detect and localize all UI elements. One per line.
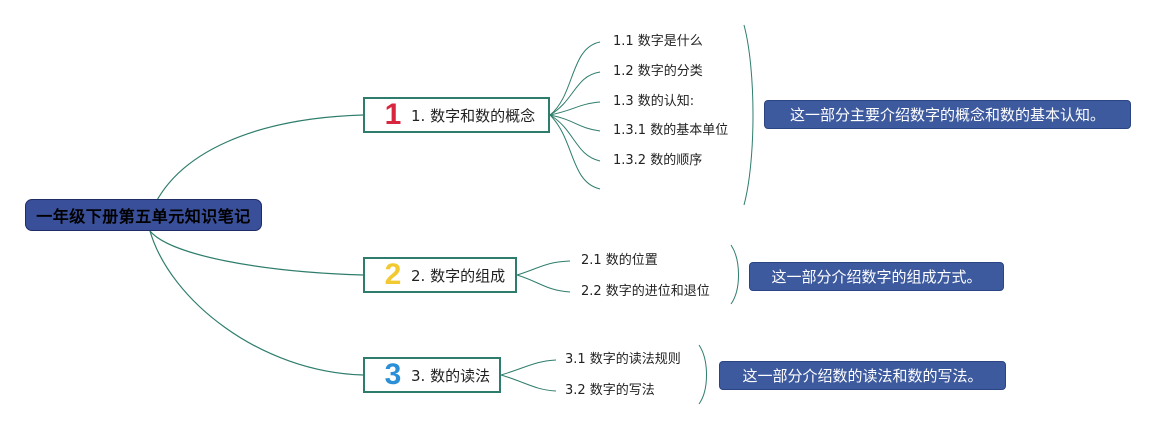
topic-node-3[interactable]: 3 3. 数的读法	[363, 357, 501, 393]
number-two-icon: 2	[384, 258, 402, 291]
summary-bracket-3	[698, 344, 707, 405]
summary-note-3[interactable]: 这一部分介绍数的读法和数的写法。	[719, 361, 1006, 390]
topic-node-2[interactable]: 2 2. 数字的组成	[363, 257, 517, 293]
subtopic-1-3[interactable]: 1.3 数的认知:	[613, 94, 695, 109]
subtopic-1-5[interactable]: 1.3.2 数的顺序	[613, 153, 703, 168]
subtopic-1-4[interactable]: 1.3.1 数的基本单位	[613, 123, 729, 138]
sub-line-1-4	[549, 114, 601, 132]
subtopic-3-1[interactable]: 3.1 数字的读法规则	[565, 352, 681, 367]
sub-line-1-6	[549, 114, 601, 190]
sub-line-3-1	[500, 359, 557, 376]
summary-text-3: 这一部分介绍数的读法和数的写法。	[742, 367, 983, 385]
summary-bracket-2	[730, 244, 739, 305]
topic-node-1[interactable]: 1 1. 数字和数的概念	[363, 97, 550, 133]
sub-line-2-2	[516, 274, 571, 293]
summary-text-1: 这一部分主要介绍数字的概念和数的基本认知。	[789, 106, 1105, 124]
topic-label-1: 1. 数字和数的概念	[411, 106, 536, 125]
sub-line-1-5	[549, 114, 601, 162]
branch-line-1	[149, 114, 364, 216]
number-one-icon: 1	[384, 98, 402, 131]
sub-line-2-1	[516, 260, 571, 276]
branch-line-2	[149, 230, 364, 276]
subtopic-2-1[interactable]: 2.1 数的位置	[581, 253, 658, 268]
subtopic-2-2[interactable]: 2.2 数字的进位和退位	[581, 284, 710, 299]
subtopic-1-1[interactable]: 1.1 数字是什么	[613, 34, 703, 49]
sub-line-1-1	[549, 41, 601, 116]
summary-note-1[interactable]: 这一部分主要介绍数字的概念和数的基本认知。	[764, 100, 1131, 129]
summary-bracket-1	[743, 24, 754, 206]
subtopic-1-2[interactable]: 1.2 数字的分类	[613, 64, 703, 79]
topic-label-2: 2. 数字的组成	[411, 266, 506, 285]
number-three-icon: 3	[384, 358, 402, 391]
summary-note-2[interactable]: 这一部分介绍数字的组成方式。	[749, 262, 1004, 291]
sub-line-1-3	[549, 101, 601, 116]
topic-label-3: 3. 数的读法	[411, 366, 491, 385]
summary-text-2: 这一部分介绍数字的组成方式。	[771, 268, 982, 286]
root-node[interactable]: 一年级下册第五单元知识笔记	[25, 199, 262, 231]
sub-line-1-2	[549, 71, 601, 116]
branch-line-3	[149, 230, 364, 376]
subtopic-3-2[interactable]: 3.2 数字的写法	[565, 383, 655, 398]
sub-line-3-2	[500, 374, 557, 392]
root-title: 一年级下册第五单元知识笔记	[36, 207, 251, 226]
